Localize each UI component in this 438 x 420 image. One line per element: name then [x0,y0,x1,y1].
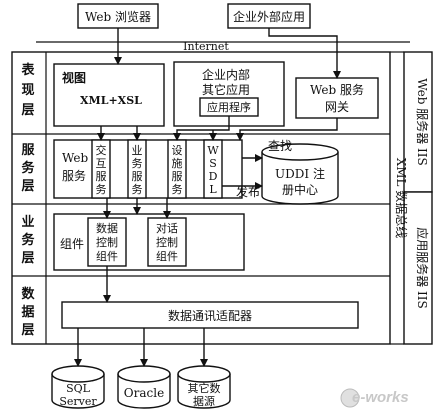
svg-text:企业内部: 企业内部 [202,67,250,82]
app-program-label: 应用程序 [207,100,251,114]
svg-text:数据: 数据 [96,221,118,235]
svg-text:务: 务 [172,183,183,196]
xml-data-bus-label: XML 数据总线 [394,158,409,239]
data-control-component-box: 数据 控制 组件 [87,217,127,267]
interaction-service-box: 交 互 服 务 [91,139,111,199]
uddi-registry-cylinder: UDDI 注 册中心 [261,143,339,205]
svg-text:务: 务 [96,183,107,196]
svg-text:设: 设 [172,144,183,157]
svg-text:网关: 网关 [325,100,349,114]
layer-label-presentation: 表 现 层 [20,62,35,118]
view-sub: XML+XSL [80,94,142,107]
svg-text:组件: 组件 [96,249,118,263]
svg-text:W: W [207,144,219,157]
svg-text:控制: 控制 [156,235,178,249]
svg-text:Web 服务: Web 服务 [310,82,364,97]
svg-text:业: 业 [132,144,143,157]
svg-text:层: 层 [21,179,34,194]
svg-text:SQL: SQL [66,382,91,395]
svg-text:服: 服 [172,170,183,183]
web-server-iis-label: Web 服务器 IIS [415,78,430,165]
svg-text:服: 服 [96,170,107,183]
sql-server-cylinder: SQL Server [51,365,105,409]
svg-text:组件: 组件 [156,249,178,263]
svg-text:务: 务 [132,183,143,196]
svg-text:服: 服 [21,143,35,158]
other-datasource-cylinder: 其它数 据源 [177,365,231,409]
publish-label: 发布 [236,184,260,199]
svg-text:互: 互 [96,157,107,170]
svg-text:Server: Server [59,395,97,408]
svg-text:务: 务 [21,232,35,248]
connector-arrows [74,28,341,367]
svg-text:册中心: 册中心 [282,182,318,197]
svg-text:现: 现 [21,83,34,98]
web-browser-box: Web 浏览器 [77,3,159,29]
web-browser-label: Web 浏览器 [85,9,151,24]
svg-text:据: 据 [21,304,34,320]
app-server-iis-label: 应用服务器 IIS [415,227,430,309]
svg-text:其它数: 其它数 [188,381,221,395]
search-label: 查找 [268,139,292,153]
svg-text:表: 表 [20,62,35,78]
svg-text:数据通讯适配器: 数据通讯适配器 [168,308,252,323]
svg-text:据源: 据源 [193,394,215,408]
svg-text:L: L [209,183,217,196]
wsdl-box: W S D L [203,139,223,199]
e-works-watermark: e-works [340,388,409,408]
svg-text:层: 层 [21,323,34,338]
svg-text:D: D [209,170,218,183]
svg-text:S: S [209,157,217,170]
svg-text:组件: 组件 [60,237,84,251]
svg-text:交: 交 [96,143,107,157]
layer-label-service: 服 务 层 [21,143,35,194]
oracle-cylinder: Oracle [117,365,171,409]
svg-text:Oracle: Oracle [124,386,164,400]
facility-service-box: 设 施 服 务 [167,139,187,199]
svg-text:数: 数 [21,286,35,302]
business-service-box: 业 务 服 务 [127,139,147,199]
svg-text:层: 层 [21,103,34,118]
svg-text:e-works: e-works [352,389,409,406]
svg-text:务: 务 [21,160,35,176]
view-box: 视图 XML+XSL [53,63,165,127]
app-server-iis-box [403,191,433,345]
svg-text:服: 服 [132,170,143,183]
web-service-gateway-box: Web 服务 网关 [295,77,379,119]
svg-text:务: 务 [132,157,143,170]
external-app-label: 企业外部应用 [233,9,305,24]
internet-label: Internet [183,40,229,53]
svg-text:服务: 服务 [62,168,86,183]
svg-text:UDDI 注: UDDI 注 [275,166,325,181]
external-app-box: 企业外部应用 [227,3,311,29]
svg-text:控制: 控制 [96,235,118,249]
layer-label-data: 数 据 层 [21,286,35,338]
svg-text:其它应用: 其它应用 [202,82,250,97]
svg-text:对话: 对话 [156,221,178,235]
layer-label-business: 业 务 层 [21,214,35,266]
data-adapter-box: 数据通讯适配器 [61,301,359,329]
web-server-iis-box [403,51,433,193]
svg-text:施: 施 [172,157,183,170]
svg-text:层: 层 [21,251,34,266]
svg-text:Web: Web [62,151,88,165]
svg-text:业: 业 [21,214,34,230]
view-title: 视图 [62,70,86,85]
dialog-control-component-box: 对话 控制 组件 [147,217,187,267]
